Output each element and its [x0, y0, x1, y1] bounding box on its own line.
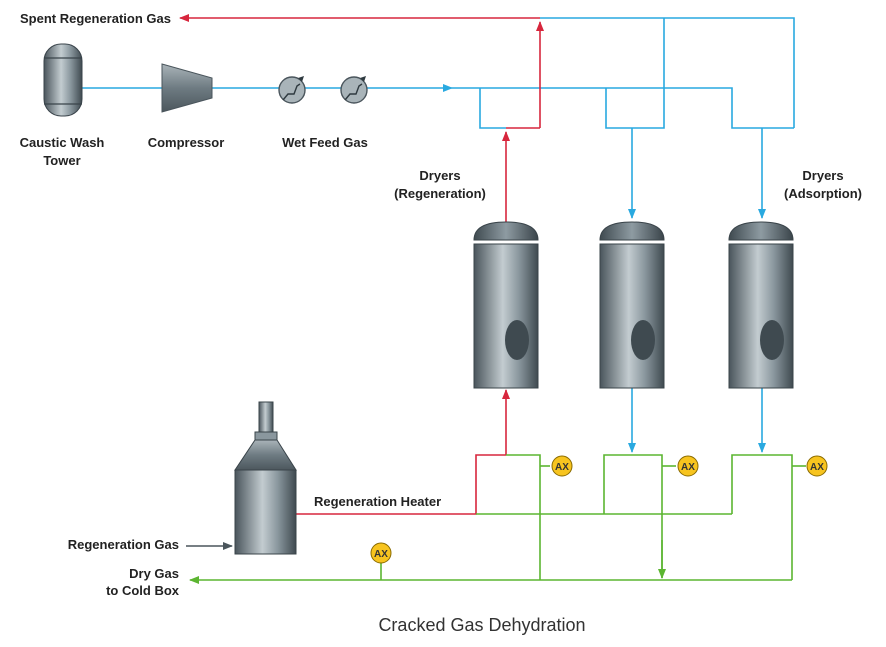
- dryer-vessel-icon: [599, 221, 665, 389]
- label-dry-gas-line2: to Cold Box: [106, 583, 180, 598]
- caustic-wash-tower-icon: [43, 43, 83, 117]
- dryer-vessel-icon: [473, 221, 539, 389]
- svg-text:AX: AX: [555, 462, 569, 473]
- dryer2-inlet-loop: [605, 18, 665, 129]
- label-caustic-wash-tower-line2: Tower: [43, 153, 80, 168]
- heat-exchanger-icon: [278, 76, 306, 104]
- analyzer-icon: AX: [677, 455, 699, 477]
- label-compressor: Compressor: [148, 135, 225, 150]
- label-dryers-adsorption: Dryers: [802, 168, 843, 183]
- feed-header: [452, 87, 794, 129]
- regeneration-lines: [179, 14, 544, 515]
- analyzer-icon: AX: [806, 455, 828, 477]
- dryer1-outlet-loop-green: [506, 454, 541, 580]
- label-dryers-adsorption-line2: (Adsorption): [784, 186, 862, 201]
- heat-exchanger-icon: [340, 76, 368, 104]
- feed-gas-lines: [82, 17, 795, 453]
- label-dryers-regeneration: Dryers: [419, 168, 460, 183]
- heater-outlet-line: [296, 454, 506, 515]
- dry-gas-lines: [189, 454, 806, 584]
- analyzer-icon: AX: [551, 455, 573, 477]
- dryer-vessel-icon: [728, 221, 794, 389]
- svg-text:AX: AX: [810, 462, 824, 473]
- label-dryers-regeneration-line2: (Regeneration): [394, 186, 486, 201]
- label-regeneration-heater: Regeneration Heater: [314, 494, 441, 509]
- svg-text:AX: AX: [681, 462, 695, 473]
- label-caustic-wash-tower: Caustic Wash: [20, 135, 105, 150]
- diagram-caption: Cracked Gas Dehydration: [378, 615, 585, 635]
- analyzer-icon: AX: [370, 542, 392, 564]
- label-dry-gas: Dry Gas: [129, 566, 179, 581]
- compressor-icon: [161, 63, 213, 113]
- label-wet-feed-gas: Wet Feed Gas: [282, 135, 368, 150]
- regeneration-heater-icon: [234, 401, 297, 555]
- svg-text:AX: AX: [374, 549, 388, 560]
- label-spent-regeneration-gas: Spent Regeneration Gas: [20, 11, 171, 26]
- dryer3-outlet-loop: [731, 454, 793, 580]
- dryer2-outlet-loop: [603, 454, 663, 578]
- dryer1-inlet-loop: [479, 88, 506, 129]
- label-regeneration-gas: Regeneration Gas: [68, 537, 179, 552]
- bypass-top-line: [540, 17, 795, 128]
